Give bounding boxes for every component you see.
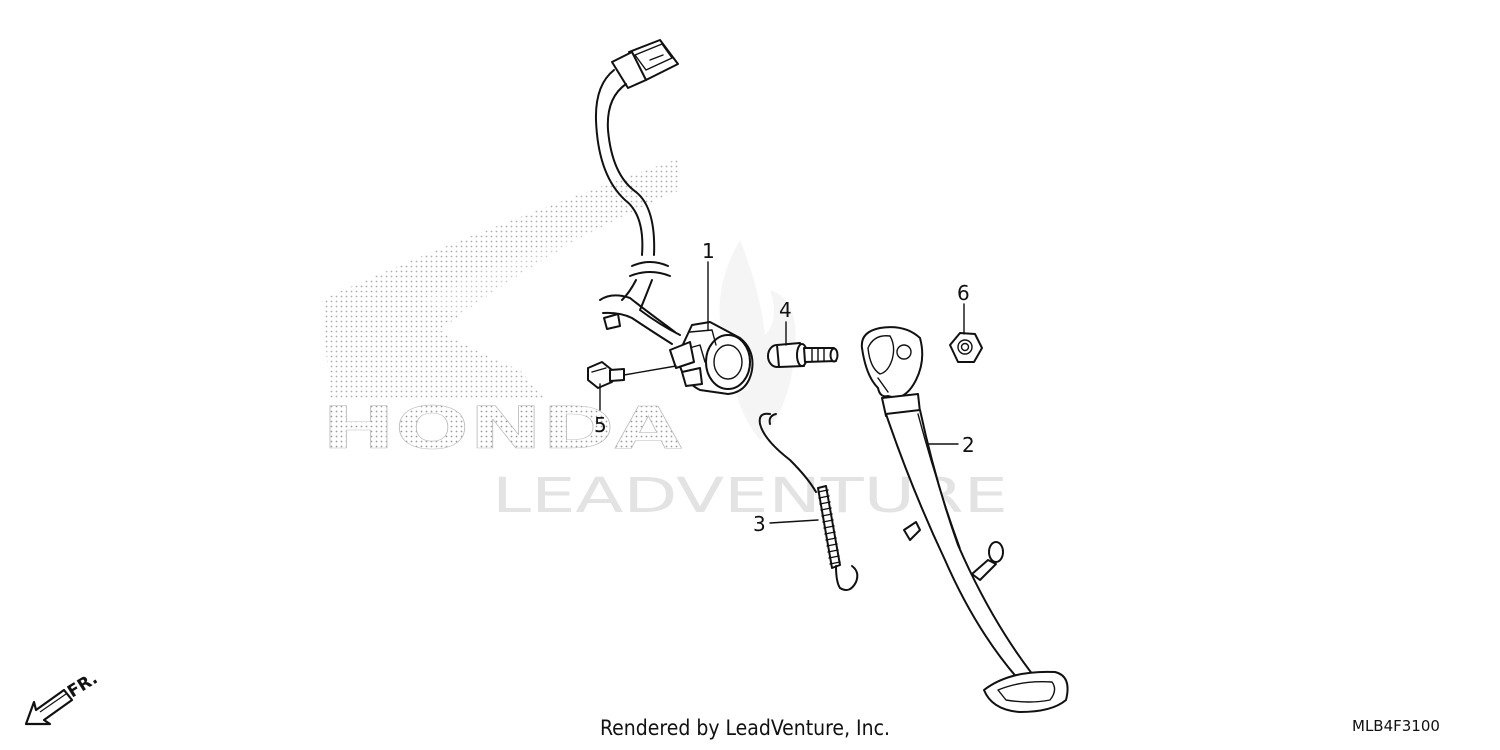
diagram-code: MLB4F3100	[1352, 717, 1440, 735]
pivot-bolt-part-4[interactable]	[767, 342, 839, 368]
side-stand-switch[interactable]	[669, 321, 754, 395]
callout-leaders	[599, 261, 965, 524]
callout-6[interactable]: 6	[957, 281, 970, 305]
honda-watermark-text: HONDA	[322, 394, 682, 462]
footer-credit: Rendered by LeadVenture, Inc.	[600, 716, 890, 740]
callout-2[interactable]: 2	[962, 433, 975, 457]
spring-part-3[interactable]	[758, 412, 859, 591]
callout-4[interactable]: 4	[779, 298, 792, 322]
side-stand-part-2[interactable]	[860, 326, 1069, 713]
nut-part-6[interactable]	[949, 332, 983, 363]
bolt-part-5[interactable]	[587, 361, 625, 389]
front-arrow-icon	[24, 688, 74, 726]
front-direction-indicator: FR.	[24, 669, 101, 726]
callout-1[interactable]: 1	[702, 239, 715, 263]
callout-3[interactable]: 3	[753, 512, 766, 536]
side-stand-switch-wire	[594, 39, 681, 345]
callout-5[interactable]: 5	[594, 413, 607, 437]
honda-wing-watermark	[322, 158, 680, 398]
